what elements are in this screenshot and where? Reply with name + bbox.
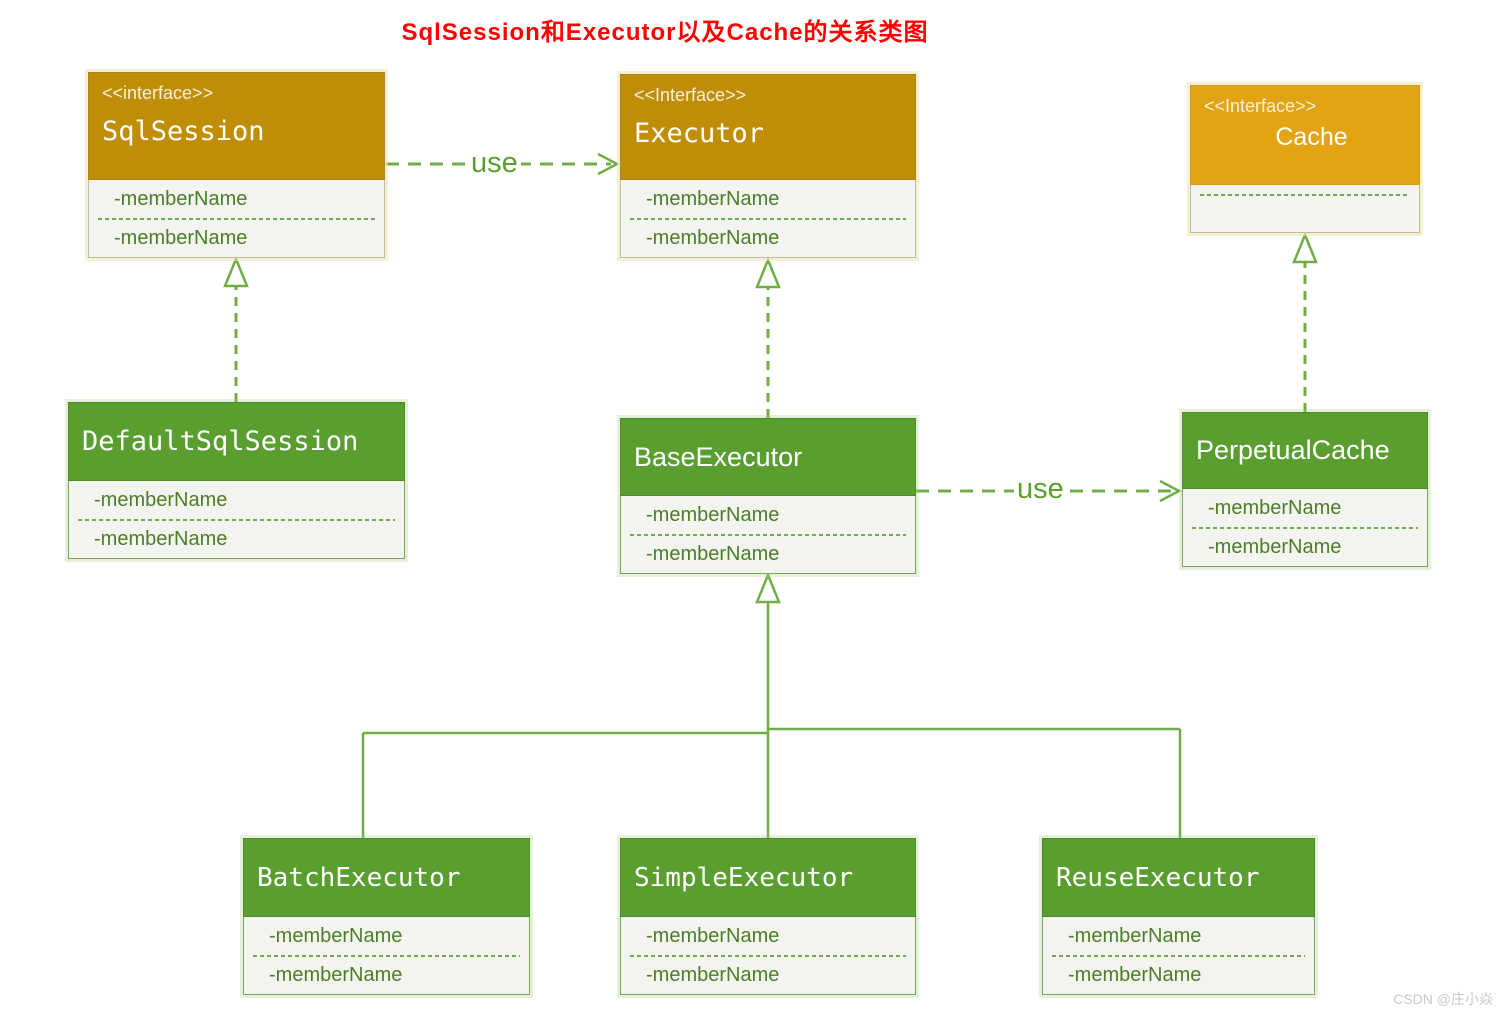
member-divider — [78, 519, 395, 521]
use-label-baseexecutor-perpetualcache: use — [1014, 474, 1067, 504]
stereotype-label: <<Interface>> — [1204, 96, 1317, 116]
class-box-perpetualcache: PerpetualCache -memberName -memberName — [1182, 412, 1428, 567]
class-members: -memberName -memberName — [243, 917, 530, 995]
class-members: -memberName -memberName — [620, 917, 916, 995]
inheritance-tree-executors-baseexecutor — [361, 571, 1182, 838]
member-divider — [1052, 955, 1305, 957]
class-box-simpleexecutor: SimpleExecutor -memberName -memberName — [620, 838, 916, 995]
class-header: PerpetualCache — [1182, 412, 1428, 489]
member-row: -memberName — [646, 504, 780, 526]
class-members: -memberName -memberName — [1042, 917, 1315, 995]
member-row: -memberName — [1208, 497, 1342, 519]
member-divider — [1192, 527, 1418, 529]
member-divider — [630, 218, 906, 220]
class-name: SqlSession — [102, 116, 265, 147]
class-name: ReuseExecutor — [1056, 862, 1260, 893]
member-row: -memberName — [646, 964, 780, 986]
stereotype-label: <<Interface>> — [634, 85, 747, 105]
class-header: <<interface>> SqlSession — [88, 72, 385, 180]
class-name: Executor — [634, 118, 765, 149]
realization-arrow-perpetualcache-cache — [1292, 231, 1318, 412]
class-box-executor: <<Interface>> Executor -memberName -memb… — [620, 74, 916, 258]
member-row: -memberName — [646, 543, 780, 565]
member-row: -memberName — [1068, 925, 1202, 947]
stereotype-label: <<interface>> — [102, 83, 214, 103]
class-members: -memberName -memberName — [88, 180, 385, 258]
class-box-reuseexecutor: ReuseExecutor -memberName -memberName — [1042, 838, 1315, 995]
member-row: -memberName — [1208, 536, 1342, 558]
member-row: -memberName — [1068, 964, 1202, 986]
class-header: DefaultSqlSession — [68, 402, 405, 481]
member-row: -memberName — [269, 925, 403, 947]
member-divider — [1200, 194, 1410, 196]
class-name: DefaultSqlSession — [82, 426, 359, 457]
class-members: -memberName -memberName — [68, 481, 405, 559]
member-divider — [630, 534, 906, 536]
class-members — [1190, 185, 1420, 233]
class-box-cache: <<Interface>> Cache — [1190, 85, 1420, 233]
member-row: -memberName — [114, 188, 248, 210]
member-row: -memberName — [646, 188, 780, 210]
class-name: Cache — [1275, 123, 1348, 151]
class-box-defaultsqlsession: DefaultSqlSession -memberName -memberNam… — [68, 402, 405, 559]
member-divider — [253, 955, 520, 957]
class-members: -memberName -memberName — [620, 496, 916, 574]
member-row: -memberName — [646, 227, 780, 249]
class-box-batchexecutor: BatchExecutor -memberName -memberName — [243, 838, 530, 995]
class-header: <<Interface>> Cache — [1190, 85, 1420, 185]
member-row: -memberName — [646, 925, 780, 947]
member-row: -memberName — [114, 227, 248, 249]
class-members: -memberName -memberName — [1182, 489, 1428, 567]
class-box-sqlsession: <<interface>> SqlSession -memberName -me… — [88, 72, 385, 258]
member-divider — [630, 955, 906, 957]
class-name: SimpleExecutor — [634, 862, 854, 893]
class-name: BaseExecutor — [634, 441, 803, 472]
class-members: -memberName -memberName — [620, 180, 916, 258]
diagram-title: SqlSession和Executor以及Cache的关系类图 — [401, 19, 929, 46]
class-header: BaseExecutor — [620, 418, 916, 496]
class-header: <<Interface>> Executor — [620, 74, 916, 180]
realization-arrow-defaultsqlsession-sqlsession — [223, 255, 249, 402]
class-header: BatchExecutor — [243, 838, 530, 917]
class-name: PerpetualCache — [1196, 435, 1390, 465]
class-header: SimpleExecutor — [620, 838, 916, 917]
member-row: -memberName — [94, 528, 228, 550]
csdn-watermark: CSDN @庄小焱 — [1393, 991, 1493, 1007]
member-row: -memberName — [269, 964, 403, 986]
realization-arrow-baseexecutor-executor — [755, 256, 781, 418]
member-row: -memberName — [94, 489, 228, 511]
use-label-sqlsession-executor: use — [468, 148, 521, 178]
class-name: BatchExecutor — [257, 862, 461, 893]
use-arrow-baseexecutor-perpetualcache — [916, 479, 1182, 503]
class-header: ReuseExecutor — [1042, 838, 1315, 917]
class-box-baseexecutor: BaseExecutor -memberName -memberName — [620, 418, 916, 574]
member-divider — [98, 218, 375, 220]
